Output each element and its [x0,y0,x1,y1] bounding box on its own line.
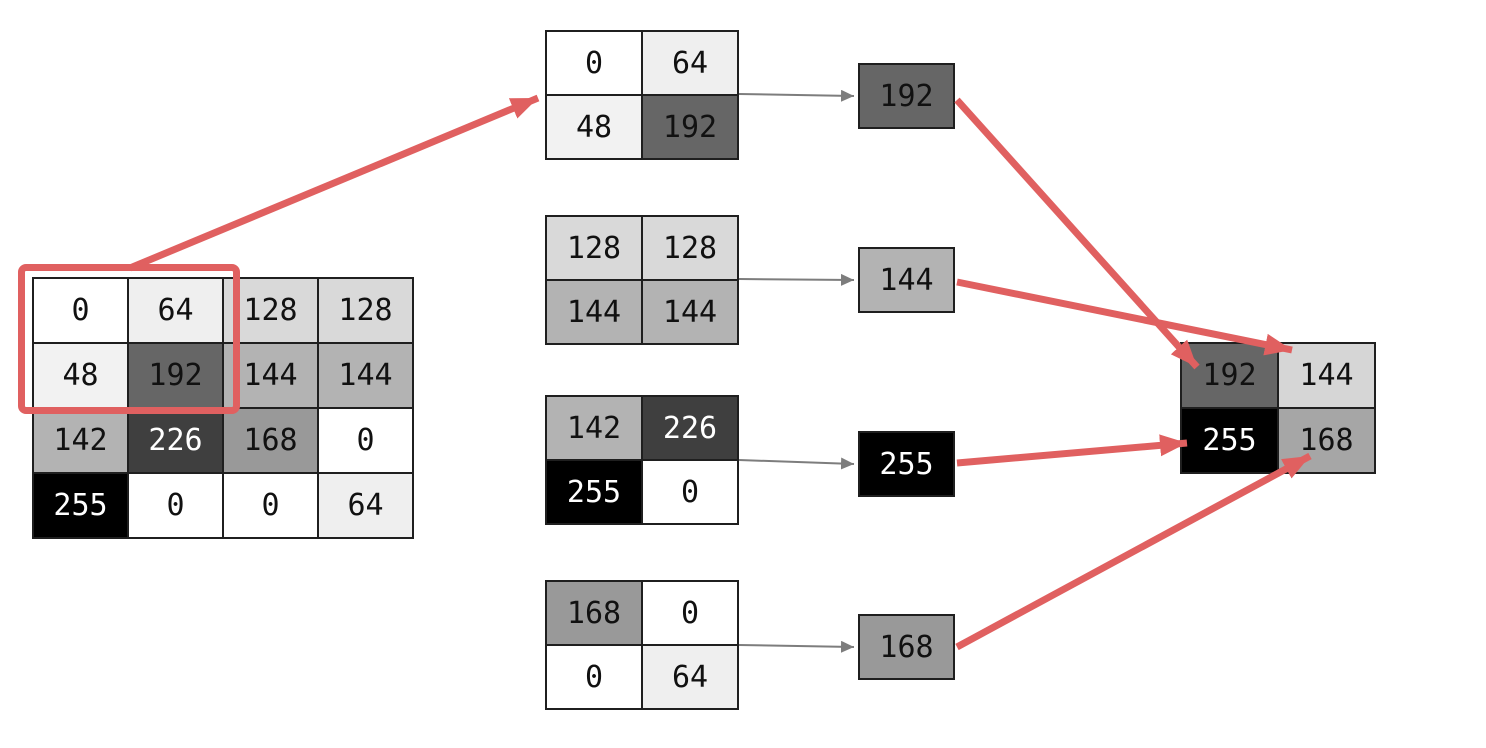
input-cell-r3c2: 0 [223,473,318,538]
pooled-value-box-4: 168 [858,614,955,680]
pooling-window-highlight [18,264,240,414]
patch3-cell-r0c0: 142 [546,396,642,460]
connector-patch4-to-pooled [738,640,855,653]
input-cell-r3c1: 0 [128,473,223,538]
input-cell-r0c1: 64 [128,278,223,343]
patch-grid-3: 142 226 255 0 [545,395,739,525]
input-cell-r0c0: 0 [33,278,128,343]
patch1-cell-r0c0: 0 [546,31,642,95]
input-cell-r3c0: 255 [33,473,128,538]
output-cell-r0c0: 192 [1181,343,1278,408]
input-cell-r3c3: 64 [318,473,413,538]
output-cell-r1c1: 168 [1278,408,1375,473]
arrow-pooled255-to-output [956,434,1188,467]
connector-patch2-to-pooled [738,273,855,286]
patch4-cell-r1c0: 0 [546,645,642,709]
patch4-cell-r1c1: 64 [642,645,738,709]
patch2-cell-r0c0: 128 [546,216,642,280]
patch-grid-1: 0 64 48 192 [545,30,739,160]
arrow-pooled192-to-output [954,97,1200,370]
input-cell-r0c3: 128 [318,278,413,343]
patch4-cell-r0c0: 168 [546,581,642,645]
patch-grid-2: 128 128 144 144 [545,215,739,345]
patch-grid-4: 168 0 0 64 [545,580,739,710]
patch2-cell-r1c0: 144 [546,280,642,344]
patch3-cell-r1c1: 0 [642,460,738,524]
patch3-cell-r0c1: 226 [642,396,738,460]
arrow-pooled168-to-output [955,452,1312,651]
pooled-value-box-3: 255 [858,431,955,497]
patch1-cell-r1c1: 192 [642,95,738,159]
input-matrix: 0 64 128 128 48 192 144 144 142 226 168 … [32,277,414,539]
input-cell-r2c3: 0 [318,408,413,473]
output-cell-r0c1: 144 [1278,343,1375,408]
input-cell-r2c1: 226 [128,408,223,473]
patch1-cell-r1c0: 48 [546,95,642,159]
connector-patch1-to-pooled [738,89,855,102]
input-cell-r2c2: 168 [223,408,318,473]
input-cell-r1c0: 48 [33,343,128,408]
pooled-value-box-1: 192 [858,63,955,129]
arrow-highlight-to-patch1 [128,94,540,272]
input-cell-r2c0: 142 [33,408,128,473]
patch1-cell-r0c1: 64 [642,31,738,95]
input-cell-r1c3: 144 [318,343,413,408]
input-cell-r1c1: 192 [128,343,223,408]
pooled-value-box-2: 144 [858,247,955,313]
arrow-pooled144-to-output [956,278,1293,356]
patch3-cell-r1c0: 255 [546,460,642,524]
patch4-cell-r0c1: 0 [642,581,738,645]
patch2-cell-r1c1: 144 [642,280,738,344]
connector-patch3-to-pooled [738,457,855,470]
output-matrix: 192 144 255 168 [1180,342,1376,474]
patch2-cell-r0c1: 128 [642,216,738,280]
output-cell-r1c0: 255 [1181,408,1278,473]
